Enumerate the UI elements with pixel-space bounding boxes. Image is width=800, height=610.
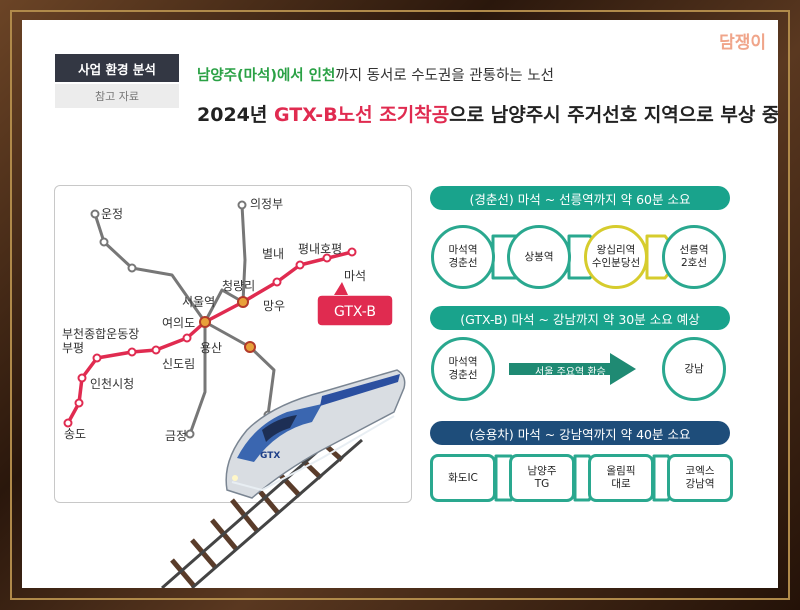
panel2-destination: 강남 [662,337,726,401]
panel1-stop-4: 선릉역 2호선 [662,225,726,289]
station-yeouido [182,333,192,343]
reference-tag: 참고 자료 [55,84,179,108]
frame-border [10,10,790,600]
label-songdo: 송도 [64,427,86,441]
subtitle-text: 까지 동서로 수도권을 관통하는 노선 [335,68,554,84]
panel1-stop-2: 상봉역 [507,225,571,289]
panel3-stop-3: 올림픽 대로 [588,454,654,502]
subtitle: 남양주(마석)에서 인천까지 동서로 수도권을 관통하는 노선 [197,64,554,85]
map-labels: 운정 의정부 별내 평내호평 마석 청량리 서울역 망우 여의도 부천종합운동장… [62,197,366,443]
station-mangu [272,277,282,287]
label-mangu: 망우 [263,299,285,313]
station-red [74,398,84,408]
train-logo: GTX [260,451,280,461]
label-byeollae: 별내 [262,247,284,261]
panel3-stop-4: 코엑스 강남역 [667,454,733,502]
station-unjeong [90,209,100,219]
label-pyeongnae: 평내호평 [298,242,342,256]
label-incheon-cityhall: 인천시청 [90,376,134,391]
label-bupyeong: 부평 [62,341,84,355]
panel1-stop-1: 마석역 경춘선 [431,225,495,289]
headline: 2024년 GTX-B노선 조기착공으로 남양주시 주거선호 지역으로 부상 중 [197,100,778,127]
label-bucheon: 부천종합운동장 [62,326,139,341]
panel3-stop-1: 화도IC [430,454,496,502]
panel1-title: (경춘선) 마석 ~ 선릉역까지 약 60분 소요 [430,186,730,210]
station-gray [127,263,137,273]
station-sindorim [151,345,161,355]
station-incheon-cityhall [77,373,87,383]
station-maseok [347,247,357,257]
label-unjeong: 운정 [101,207,123,221]
transfer-arrow [509,353,636,385]
panel3-stop-2: 남양주 TG [509,454,575,502]
station-songdo [63,418,73,428]
station-byeollae [295,260,305,270]
train-illustration: GTX [225,369,406,499]
gtx-b-badge: GTX-B [316,282,394,327]
label-maseok: 마석 [344,269,366,283]
headline-pre: 2024년 [197,104,274,126]
panel2-origin: 마석역 경춘선 [431,337,495,401]
panel3-title: (승용차) 마석 ~ 강남역까지 약 40분 소요 [430,421,730,445]
transfer-seoul [199,316,211,328]
gtx-b-badge-text: GTX-B [334,304,376,320]
panel1-stop-3: 왕십리역 수인분당선 [584,225,648,289]
transfer-yongsan [244,341,256,353]
label-sindorim: 신도림 [162,357,195,371]
headline-post: 으로 남양주시 주거선호 지역으로 부상 중 [449,104,778,126]
watermark: 담쟁이 [719,33,766,53]
station-geumjeong [185,429,195,439]
headline-highlight: GTX-B노선 조기착공 [273,104,450,126]
station-pyeongnae [322,253,332,263]
panel2-title: (GTX-B) 마석 ~ 강남까지 약 30분 소요 예상 [430,306,730,330]
label-cheongnyangni: 청량리 [222,279,255,293]
label-yeouido: 여의도 [162,316,195,330]
line-uijeongbu [240,203,247,304]
line-south [188,320,207,436]
subtitle-highlight: 남양주(마석)에서 인천 [197,68,336,84]
transfer-cheongnyangni [237,296,249,308]
slide-canvas: 담쟁이 사업 환경 분석 참고 자료 남양주(마석)에서 인천까지 동서로 수도… [22,20,778,588]
label-geumjeong: 금정 [165,429,187,443]
label-yongsan: 용산 [200,341,222,355]
label-uijeongbu: 의정부 [250,197,283,211]
route-map: 운정 의정부 별내 평내호평 마석 청량리 서울역 망우 여의도 부천종합운동장… [62,197,683,588]
station-uijeongbu [237,200,247,210]
station-bucheon [127,347,137,357]
panel2-arrow-label: 서울 주요역 환승 [535,367,606,378]
station-bupyeong [92,353,102,363]
station-gray [99,237,109,247]
section-tag: 사업 환경 분석 [55,54,179,82]
label-seoul: 서울역 [182,295,215,309]
